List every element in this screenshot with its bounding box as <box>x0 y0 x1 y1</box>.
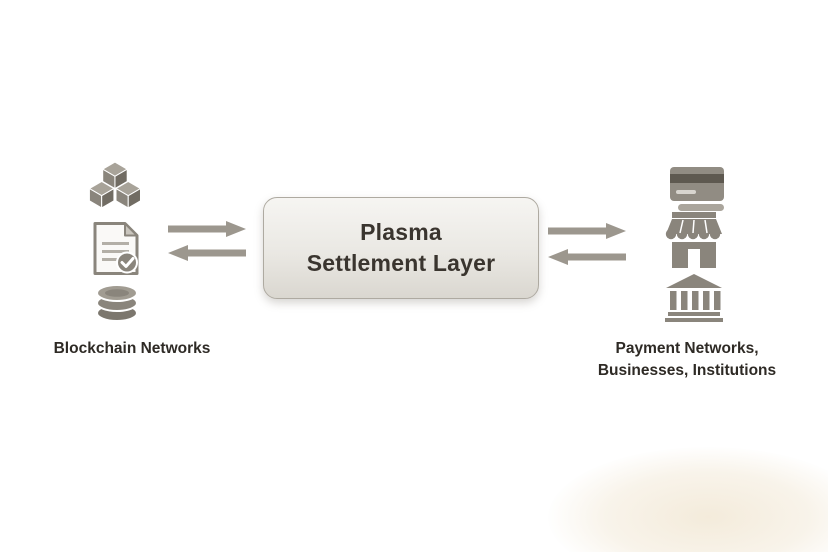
left-arrow-left-icon <box>168 245 246 261</box>
bank-icon <box>664 274 724 322</box>
right-arrow-left-icon <box>548 249 626 265</box>
payment-group-label: Payment Networks, Businesses, Institutio… <box>577 338 797 382</box>
coins-icon <box>93 280 141 322</box>
document-check-icon <box>92 220 142 277</box>
storefront-icon <box>662 212 726 268</box>
right-arrow-right-icon <box>548 223 626 239</box>
credit-card-icon <box>664 167 724 211</box>
plasma-settlement-layer-box: Plasma Settlement Layer <box>263 197 539 299</box>
blockchain-group-label: Blockchain Networks <box>53 340 211 357</box>
payment-group-label-line2: Businesses, Institutions <box>597 362 777 379</box>
payment-group-label-line1: Payment Networks, <box>615 340 759 357</box>
background-blob <box>548 447 828 552</box>
box-title-line1: Plasma <box>360 219 442 245</box>
box-title-line2: Settlement Layer <box>306 250 496 276</box>
blockchain-cubes-icon <box>88 162 146 209</box>
left-arrow-right-icon <box>168 221 246 237</box>
